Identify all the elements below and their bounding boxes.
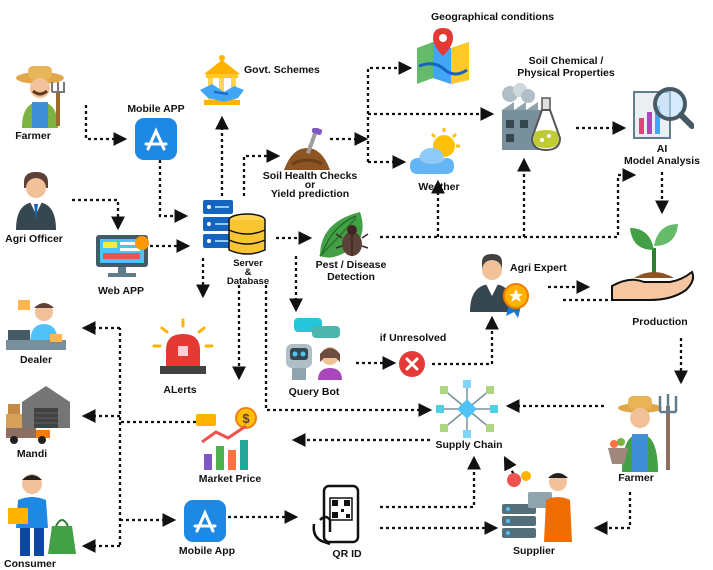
x-circle-icon bbox=[399, 351, 425, 377]
supply-chain-label: Supply Chain bbox=[435, 439, 503, 451]
price-chart-icon: $ bbox=[196, 407, 257, 470]
soil-properties-label: Soil Chemical / Physical Properties bbox=[517, 55, 615, 79]
production-label: Production bbox=[632, 316, 688, 328]
shopper-icon bbox=[8, 474, 76, 556]
map-pin-icon bbox=[417, 28, 469, 84]
consumer-label: Consumer bbox=[4, 558, 56, 570]
edge-server-supply bbox=[264, 285, 433, 417]
edge-branch-geo bbox=[366, 61, 413, 162]
officer-icon bbox=[16, 172, 56, 230]
dealer-label: Dealer bbox=[19, 354, 53, 366]
supplier-server-icon bbox=[502, 471, 572, 542]
web-app-label: Web APP bbox=[97, 285, 145, 297]
app-store-icon[interactable] bbox=[135, 118, 177, 160]
query-bot-label: Query Bot bbox=[288, 386, 340, 398]
geo-conditions-label: Geographical conditions bbox=[431, 11, 555, 23]
edge-officer-webapp bbox=[72, 198, 125, 231]
leaf-bug-icon bbox=[319, 212, 369, 258]
farmer-top-label: Farmer bbox=[15, 130, 51, 142]
if-unresolved-label: if Unresolved bbox=[379, 332, 447, 344]
pest-detection-label: Pest / Disease Detection bbox=[315, 259, 387, 283]
monitor-icon[interactable] bbox=[94, 233, 150, 279]
app-store-icon[interactable] bbox=[184, 500, 226, 542]
expert-badge-icon bbox=[470, 254, 529, 318]
cloud-sun-icon bbox=[410, 128, 460, 174]
soil-shovel-icon bbox=[284, 128, 330, 170]
edge-market-bus bbox=[118, 328, 196, 424]
edge-pest-ai bbox=[380, 168, 637, 239]
hand-plant-icon bbox=[611, 224, 695, 301]
mandi-label: Mandi bbox=[16, 448, 48, 460]
agri-officer-label: Agri Officer bbox=[5, 233, 63, 245]
edge-server-soil bbox=[242, 149, 281, 196]
qr-phone-icon[interactable] bbox=[310, 484, 374, 546]
edge-farmer-supplier bbox=[593, 492, 632, 535]
edge-farmer-mobileapp bbox=[84, 105, 128, 146]
edge-unresolved-expert bbox=[432, 315, 499, 366]
market-price-label: Market Price bbox=[198, 473, 262, 485]
supplier-label: Supplier bbox=[512, 545, 556, 557]
weather-label: Weather bbox=[418, 181, 460, 193]
dealer-icon bbox=[6, 300, 66, 350]
siren-icon bbox=[152, 318, 214, 374]
farmer-icon bbox=[16, 66, 65, 128]
govt-schemes-label: Govt. Schemes bbox=[244, 64, 320, 76]
edge-supplier-supply bbox=[503, 455, 521, 485]
agri-expert-label: Agri Expert bbox=[510, 262, 567, 274]
mobile-app-bottom-label: Mobile App bbox=[178, 545, 236, 557]
edge-mobileapp-server bbox=[158, 160, 189, 223]
svg-text:$: $ bbox=[242, 411, 250, 426]
qr-id-label: QR ID bbox=[332, 548, 362, 560]
farmer-right-label: Farmer bbox=[618, 472, 654, 484]
analytics-magnifier-icon bbox=[633, 87, 694, 139]
chatbot-icon bbox=[286, 318, 342, 380]
server-database-label: Server & Database bbox=[226, 258, 270, 287]
edge-qr-supply bbox=[380, 455, 481, 509]
server-database-icon bbox=[203, 200, 266, 255]
mobile-app-top-label: Mobile APP bbox=[127, 103, 185, 115]
soil-health-label: Soil Health Checks or Yield prediction bbox=[262, 170, 358, 200]
warehouse-truck-icon bbox=[6, 386, 70, 444]
farmer-pitchfork-icon bbox=[608, 394, 678, 472]
handshake-icon bbox=[200, 55, 244, 105]
lab-factory-icon bbox=[502, 83, 562, 152]
network-cubes-icon bbox=[436, 380, 498, 438]
alerts-label: ALerts bbox=[163, 384, 197, 396]
ai-model-label: AI Model Analysis bbox=[623, 143, 701, 167]
